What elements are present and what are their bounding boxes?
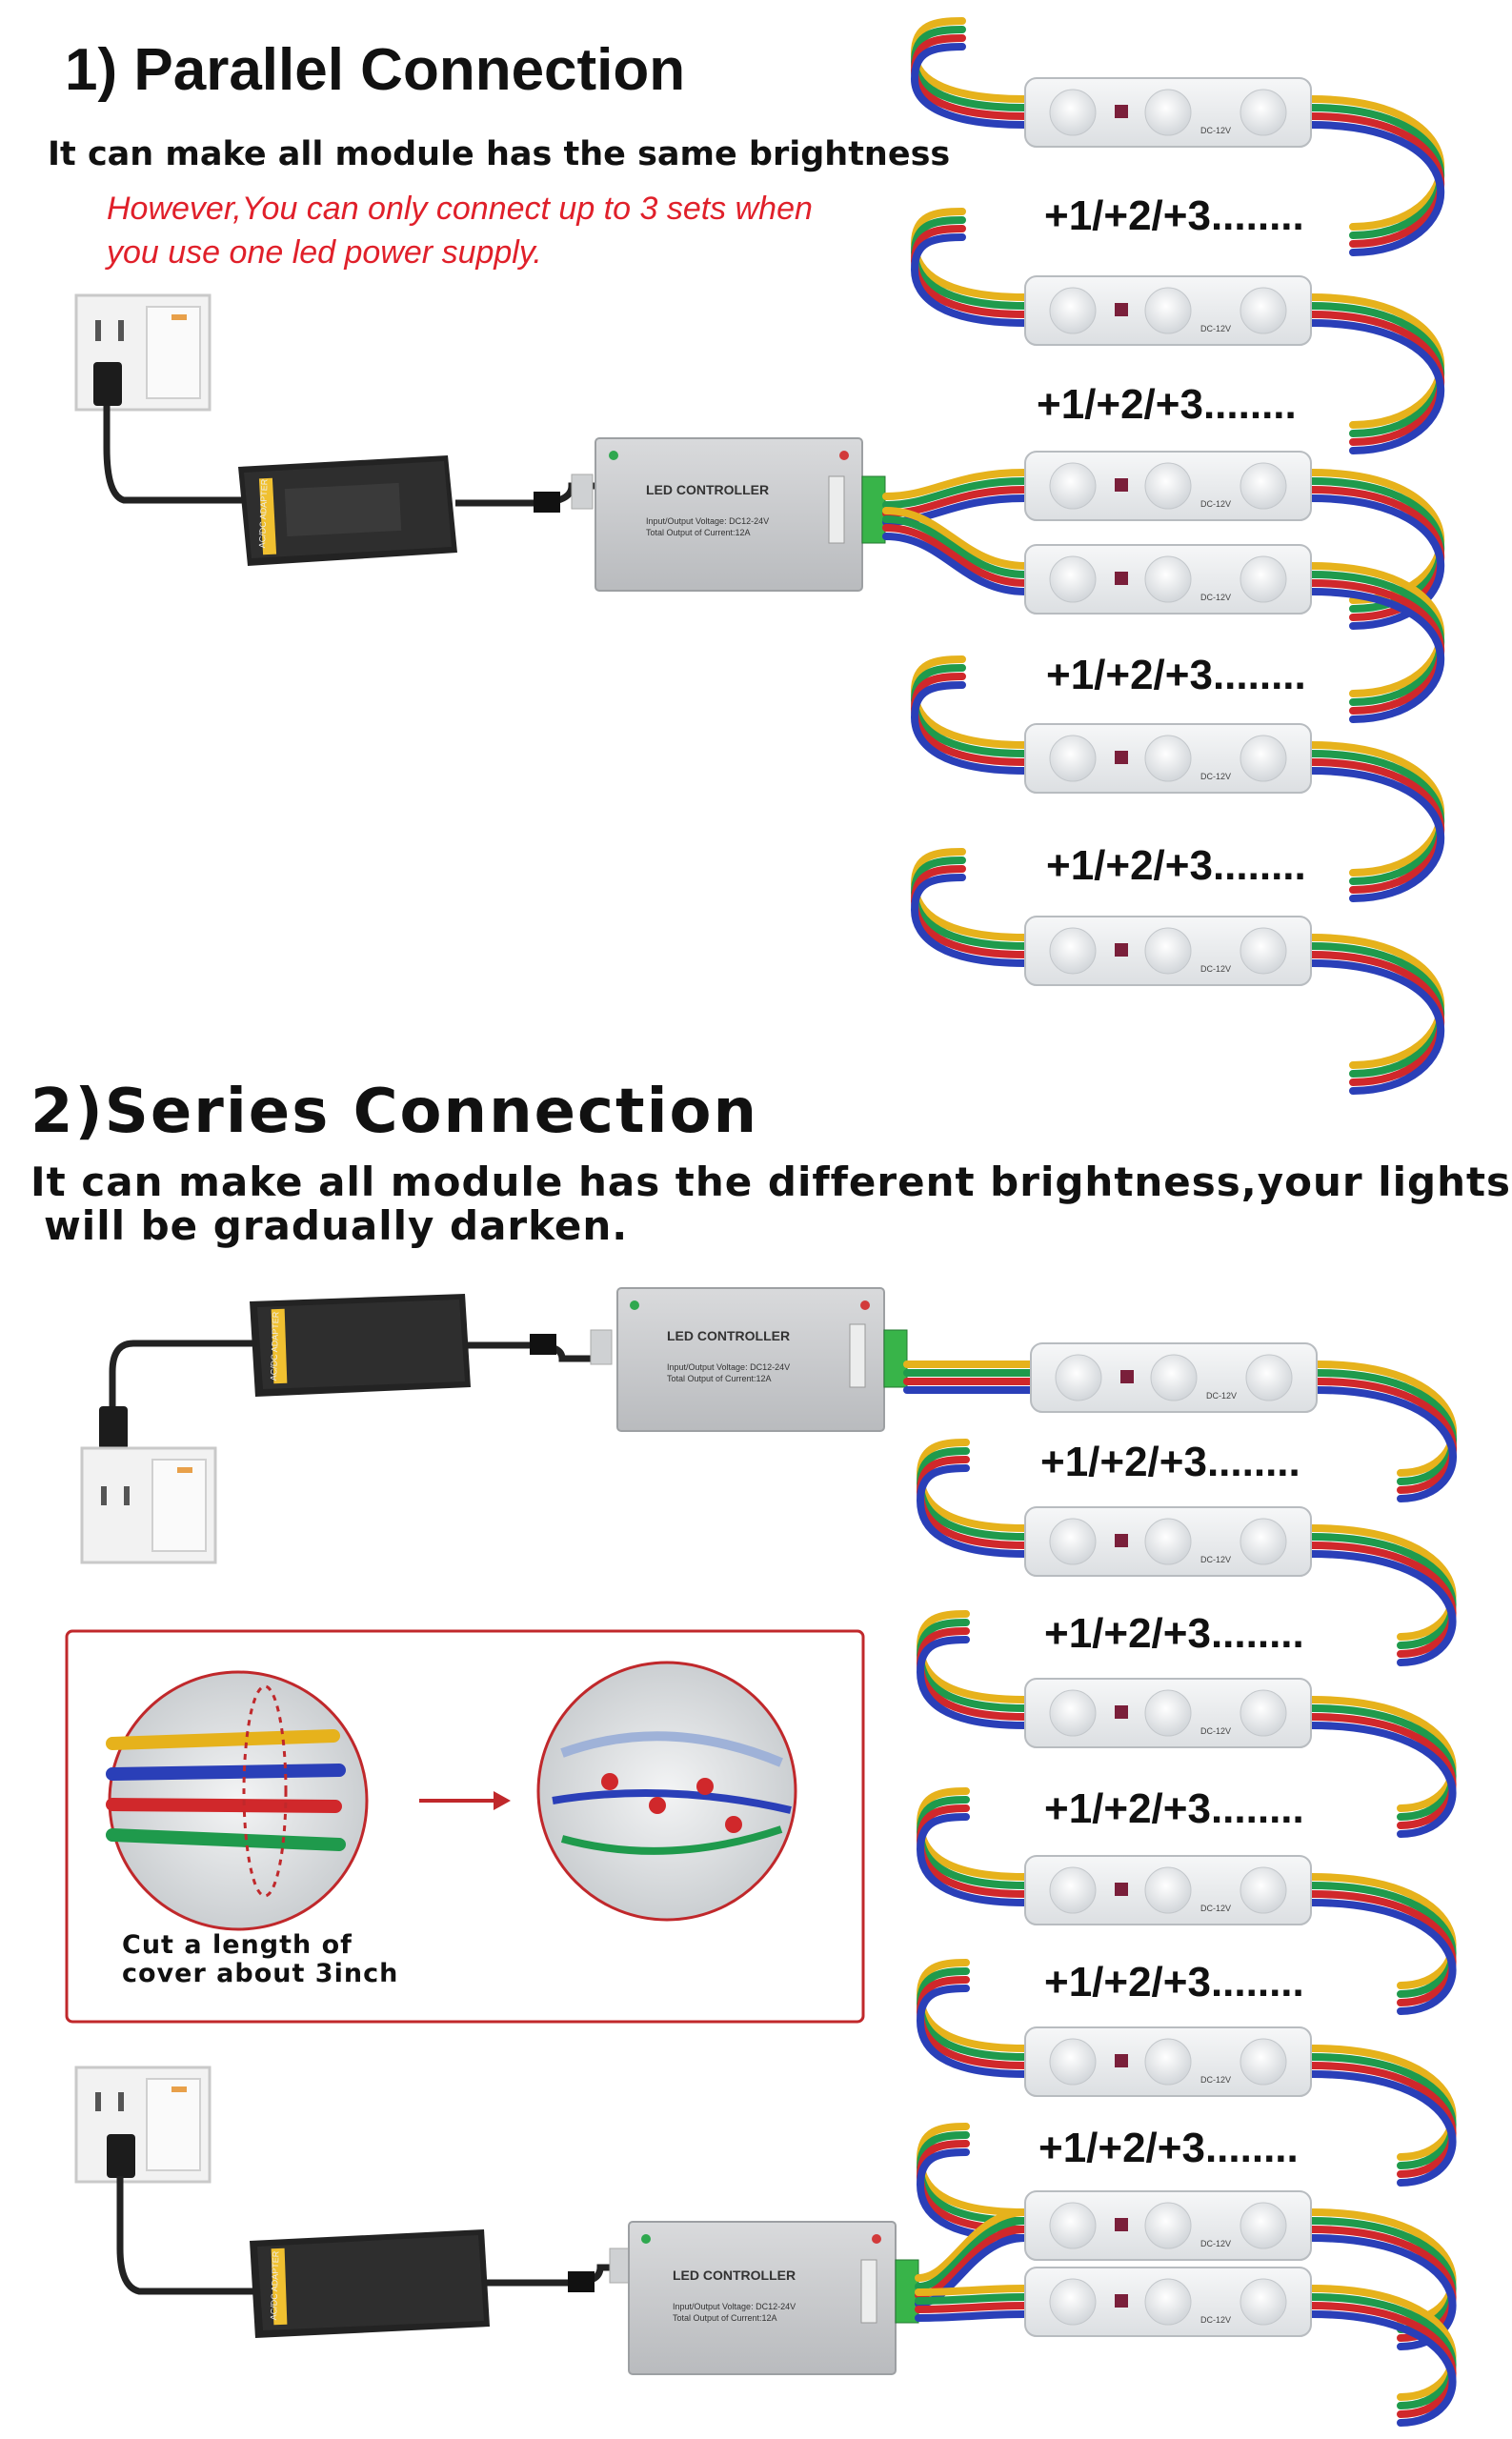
increment-label-p4: +1/+2/+3........: [1046, 842, 1306, 889]
wall-outlet-2: [80, 1446, 217, 1564]
wire-in-p1: [910, 208, 1029, 327]
led-module: [1024, 2190, 1312, 2261]
module-voltage-label: DC-12V: [1200, 126, 1232, 135]
inset-caption-line1: Cut a length of: [122, 1930, 353, 1960]
wire-cut-inset: [65, 1629, 865, 2024]
led-module: [1024, 1855, 1312, 1925]
led-module: [1024, 2026, 1312, 2097]
module-voltage-label: DC-12V: [1200, 499, 1232, 509]
led-module: [1024, 1678, 1312, 1748]
wire-out-s6: [1307, 2285, 1457, 2427]
series-title: 2)Series Connection: [30, 1077, 759, 1147]
module-voltage-label: DC-12V: [1200, 2315, 1232, 2325]
power-adapter-1: [238, 455, 457, 566]
increment-label-p3: +1/+2/+3........: [1046, 652, 1306, 698]
wire-ctrl-bottom-2: [915, 2285, 1029, 2322]
led-module: [1030, 1342, 1318, 1413]
parallel-note-line1: However,You can only connect up to 3 set…: [107, 191, 813, 227]
controller-spec2-2: Total Output of Current:12A: [667, 1374, 772, 1383]
series-subtitle-line1: It can make all module has the different…: [30, 1159, 1512, 1205]
module-voltage-label: DC-12V: [1200, 2239, 1232, 2248]
increment-label-s1: +1/+2/+3........: [1040, 1439, 1300, 1485]
wire-out-p5: [1307, 934, 1445, 1095]
led-module: [1024, 1506, 1312, 1577]
wire-out-p1: [1307, 293, 1445, 454]
increment-label-s4: +1/+2/+3........: [1044, 1959, 1304, 2006]
module-voltage-label: DC-12V: [1200, 964, 1232, 974]
wire-in-s2: [916, 1610, 1029, 1729]
controller-spec1-2: Input/Output Voltage: DC12-24V: [667, 1362, 791, 1372]
module-voltage-label: DC-12V: [1200, 1904, 1232, 1913]
controller-spec2-3: Total Output of Current:12A: [673, 2313, 777, 2323]
wall-outlet-3: [74, 2066, 212, 2184]
led-module: [1024, 77, 1312, 148]
wire-out-s1: [1307, 1524, 1457, 1666]
led-module-layer: [1024, 77, 1318, 2337]
wire-in-s3: [916, 1787, 1029, 1906]
increment-label-p2: +1/+2/+3........: [1037, 381, 1297, 428]
controller-spec2-1: Total Output of Current:12A: [646, 528, 751, 537]
wire-in-p5: [910, 848, 1029, 967]
led-module: [1024, 723, 1312, 794]
led-module: [1024, 451, 1312, 521]
wire-in-p4: [910, 655, 1029, 775]
led-module: [1024, 916, 1312, 986]
wire-out-s3: [1307, 1873, 1457, 2015]
wire-in-s4: [916, 1959, 1029, 2078]
module-voltage-label: DC-12V: [1200, 593, 1232, 602]
wire-ctrl-series: [903, 1361, 1035, 1394]
controller-title-1: LED CONTROLLER: [646, 482, 770, 497]
wire-out-s4: [1307, 2045, 1457, 2187]
led-controller-1: [571, 437, 886, 592]
module-voltage-label: DC-12V: [1200, 1726, 1232, 1736]
wire-in-s1: [916, 1439, 1029, 1558]
module-voltage-label: DC-12V: [1206, 1391, 1238, 1401]
parallel-subtitle: It can make all module has the same brig…: [48, 135, 951, 173]
increment-label-s3: +1/+2/+3........: [1044, 1785, 1304, 1832]
led-module: [1024, 275, 1312, 346]
power-adapter-2: [250, 1294, 471, 1397]
wire-out-s2: [1307, 1696, 1457, 1838]
increment-label-p1: +1/+2/+3........: [1044, 192, 1304, 239]
module-voltage-label: DC-12V: [1200, 772, 1232, 781]
led-module: [1024, 2267, 1312, 2337]
wire-out-p2: [1307, 469, 1445, 630]
module-voltage-label: DC-12V: [1200, 2075, 1232, 2085]
wire-out-p3: [1307, 562, 1445, 723]
increment-label-s2: +1/+2/+3........: [1044, 1610, 1304, 1657]
led-controller-3: [609, 2221, 919, 2375]
controller-spec1-3: Input/Output Voltage: DC12-24V: [673, 2302, 796, 2311]
rgb-wire-layer: [882, 17, 1457, 2427]
led-module: [1024, 544, 1312, 615]
increment-label-s5: +1/+2/+3........: [1038, 2125, 1299, 2171]
wire-out-s0: [1313, 1361, 1457, 1502]
module-voltage-label: DC-12V: [1200, 1555, 1232, 1564]
wire-out-p4: [1307, 741, 1445, 902]
wire-out-p0: [1307, 95, 1445, 256]
led-controller-2: [590, 1287, 908, 1432]
wire-in-p0: [910, 17, 1029, 129]
wire-fan-2: [882, 507, 1029, 595]
controller-title-3: LED CONTROLLER: [673, 2268, 796, 2283]
module-voltage-label: DC-12V: [1200, 324, 1232, 333]
power-adapter-3: [250, 2229, 490, 2338]
inset-caption-line2: cover about 3inch: [122, 1959, 399, 1988]
controller-title-2: LED CONTROLLER: [667, 1328, 791, 1343]
series-subtitle-line2: will be gradually darken.: [44, 1202, 629, 1249]
parallel-title: 1) Parallel Connection: [65, 37, 686, 103]
controller-spec1-1: Input/Output Voltage: DC12-24V: [646, 516, 770, 526]
parallel-note-line2: you use one led power supply.: [107, 234, 542, 271]
